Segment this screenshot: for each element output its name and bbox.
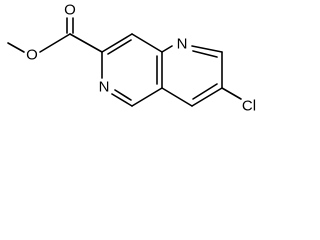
- bond-ring-1-inner: [107, 39, 132, 55]
- bond-methyl-o: [7, 42, 25, 53]
- bond-ring-3: [131, 87, 163, 107]
- bond-ring-9: [191, 87, 223, 107]
- structure-canvas: O O N N Cl: [0, 0, 261, 136]
- atom-o-carbonyl: O: [64, 2, 76, 19]
- bond-o-carbonyl-c: [39, 33, 71, 53]
- atom-n-top: N: [177, 36, 188, 53]
- bond-cl: [221, 87, 242, 100]
- bond-ring-2: [131, 33, 163, 53]
- bond-ring-6: [161, 45, 173, 53]
- bond-ring-10: [161, 87, 193, 107]
- bond-ring-4-inner: [114, 89, 132, 101]
- bond-ring-9-inner: [192, 83, 218, 100]
- bond-ring-7-inner: [192, 50, 218, 58]
- atom-cl: Cl: [242, 98, 256, 115]
- chemical-structure-diagram: O O N N Cl: [7, 2, 256, 115]
- bond-ring-1: [101, 33, 133, 53]
- bond-carbonyl-ring: [69, 33, 103, 53]
- bond-ring-4: [111, 93, 133, 107]
- bond-ring-7: [191, 45, 223, 53]
- atom-n-left: N: [99, 79, 110, 96]
- atom-o-ester: O: [26, 47, 38, 64]
